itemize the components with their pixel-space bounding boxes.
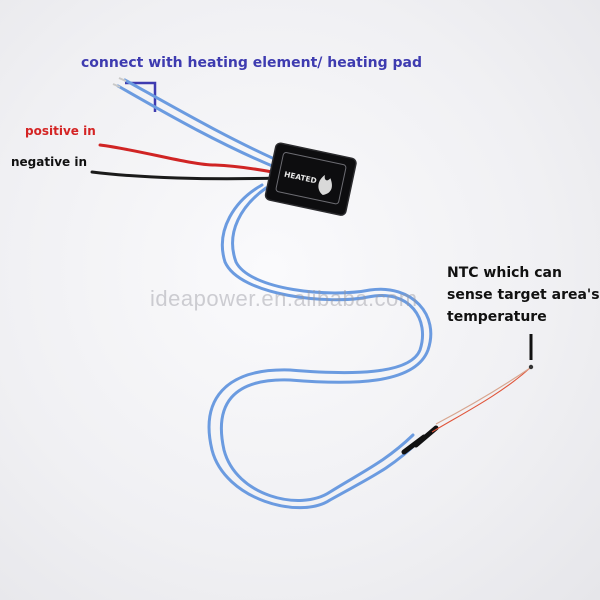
blue-wire-loop-a bbox=[207, 183, 425, 510]
output-wire-1 bbox=[116, 84, 284, 172]
heating-controller-module: HEATED bbox=[264, 142, 357, 216]
connect-heating-label: connect with heating element/ heating pa… bbox=[81, 55, 423, 71]
connect-callout-line bbox=[125, 81, 157, 112]
wire-sleeve-2 bbox=[413, 425, 439, 448]
bare-wire-tip-1 bbox=[112, 83, 121, 88]
negative-in-label: negative in bbox=[11, 155, 88, 169]
ntc-lead-2 bbox=[435, 367, 531, 425]
blue-wire-loop-b bbox=[219, 186, 433, 502]
flame-icon bbox=[318, 175, 332, 196]
ntc-line-1: NTC which can bbox=[447, 265, 562, 281]
output-wire-2 bbox=[123, 78, 290, 167]
ntc-line-2: sense target area's bbox=[447, 287, 600, 303]
black-wire bbox=[90, 170, 280, 181]
bare-wire-tip-2 bbox=[118, 77, 127, 82]
ntc-description: NTC which can sense target area's temper… bbox=[447, 262, 600, 328]
red-wire bbox=[98, 143, 280, 175]
positive-in-label: positive in bbox=[25, 124, 96, 138]
ntc-lead-1 bbox=[431, 367, 531, 433]
watermark-text: ideapower.en.alibaba.com bbox=[150, 286, 418, 311]
ntc-sensor-tip bbox=[528, 364, 534, 370]
ntc-line-3: temperature bbox=[447, 309, 547, 325]
